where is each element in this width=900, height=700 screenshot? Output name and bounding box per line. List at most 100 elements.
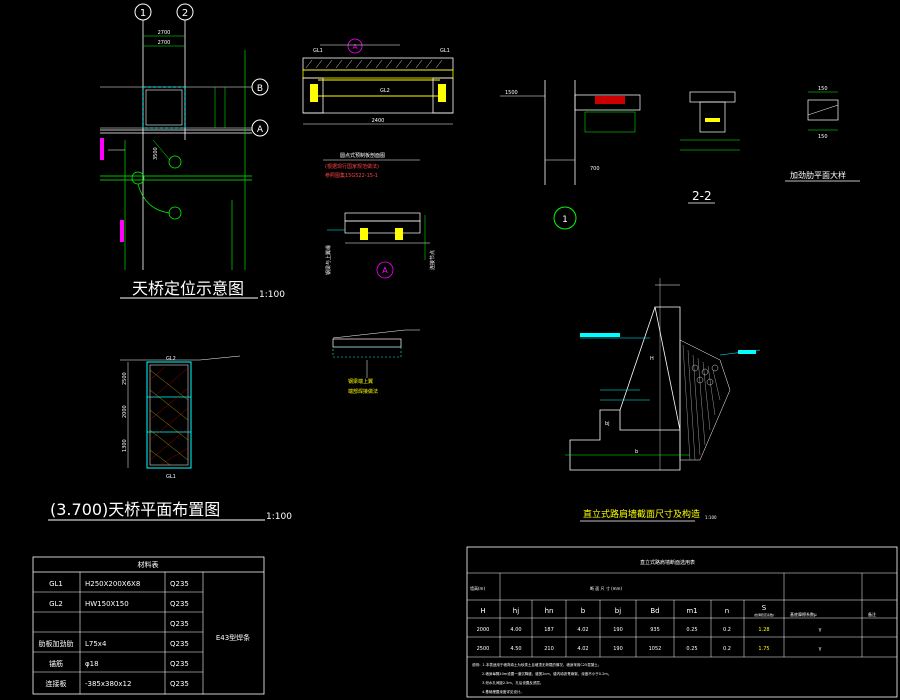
svg-text:GL2: GL2 (49, 600, 63, 608)
svg-text:Bd: Bd (650, 607, 659, 615)
svg-text:H250X200X6X8: H250X200X6X8 (85, 580, 140, 588)
svg-text:γ: γ (819, 627, 822, 633)
svg-text:190: 190 (613, 627, 623, 633)
svg-text:1300: 1300 (122, 439, 128, 452)
detail-a: A 钢梁与上翼缘 连接节点 (325, 212, 436, 279)
svg-text:4.50: 4.50 (510, 646, 521, 652)
svg-text:Q235: Q235 (170, 680, 189, 688)
svg-text:2000: 2000 (477, 627, 490, 633)
svg-text:0.25: 0.25 (686, 627, 697, 633)
svg-text:1.28: 1.28 (758, 627, 769, 633)
svg-text:参照图集15G522-15-1: 参照图集15G522-15-1 (325, 172, 378, 179)
svg-text:4.02: 4.02 (577, 646, 588, 652)
svg-text:HW150X150: HW150X150 (85, 600, 129, 608)
svg-text:锚筋: 锚筋 (49, 659, 63, 668)
svg-text:GL2: GL2 (166, 356, 176, 362)
location-plan: 1 2 B A 2700 2700 (100, 3, 285, 300)
svg-text:断 面 尺 寸 (mm): 断 面 尺 寸 (mm) (590, 585, 622, 591)
svg-text:GL1: GL1 (313, 48, 323, 54)
stiffener-detail: 150 150 加劲肋平面大样 (785, 86, 860, 182)
svg-text:GL1: GL1 (440, 48, 450, 54)
svg-text:肋板加劲肋: 肋板加劲肋 (39, 639, 74, 648)
svg-text:A: A (382, 266, 388, 275)
svg-text:2500: 2500 (122, 372, 128, 385)
svg-text:GL1: GL1 (166, 474, 176, 480)
svg-text:0.2: 0.2 (723, 627, 731, 633)
svg-text:GL1: GL1 (49, 580, 63, 588)
svg-text:墙高(m): 墙高(m) (470, 585, 485, 591)
location-plan-title: 天桥定位示意图 (132, 279, 244, 298)
svg-text:190: 190 (613, 646, 623, 652)
svg-text:φ18: φ18 (85, 660, 99, 668)
detail-b: 钢梁端上翼 端部焊接做法 (332, 329, 420, 395)
svg-text:γ: γ (819, 646, 822, 652)
svg-text:连接节点: 连接节点 (429, 250, 436, 270)
wall-table-title: 直立式路肩墙断面选用表 (640, 559, 695, 566)
svg-text:4.00: 4.00 (510, 627, 521, 633)
svg-text:bj: bj (615, 607, 621, 615)
svg-text:H: H (480, 607, 485, 615)
svg-text:hn: hn (545, 607, 554, 615)
svg-text:m1: m1 (686, 607, 697, 615)
svg-text:2000: 2000 (122, 405, 128, 418)
retaining-wall: b H bj 直立式路肩墙截面尺寸及构造 1:100 (565, 278, 761, 522)
svg-text:bj: bj (605, 421, 610, 427)
location-plan-scale: 1:100 (259, 290, 285, 300)
svg-text:1.75: 1.75 (758, 646, 769, 652)
svg-text:b: b (635, 449, 638, 455)
svg-text:3500: 3500 (153, 147, 159, 160)
svg-text:4.基础埋置深度详见设计。: 4.基础埋置深度详见设计。 (482, 689, 524, 694)
svg-text:210: 210 (544, 646, 554, 652)
svg-text:1500: 1500 (505, 90, 518, 96)
svg-text:700: 700 (590, 166, 600, 172)
svg-text:187: 187 (544, 627, 554, 633)
svg-text:0.2: 0.2 (723, 646, 731, 652)
section-1: 1500 700 1 (500, 80, 641, 230)
svg-text:hj: hj (513, 607, 519, 615)
svg-text:2400: 2400 (372, 118, 385, 124)
material-table-title: 材料表 (138, 560, 159, 569)
svg-text:b: b (581, 607, 586, 615)
svg-text:GL2: GL2 (380, 88, 390, 94)
svg-text:2500: 2500 (477, 646, 490, 652)
svg-text:Q235: Q235 (170, 580, 189, 588)
svg-text:(抗滑稳定系数): (抗滑稳定系数) (754, 612, 774, 617)
svg-text:3.泄水孔间距2.5m，孔后设置反滤层。: 3.泄水孔间距2.5m，孔后设置反滤层。 (482, 680, 543, 685)
svg-text:基底摩擦系数μ: 基底摩擦系数μ (790, 611, 817, 617)
svg-text:935: 935 (650, 627, 660, 633)
svg-text:-385x380x12: -385x380x12 (85, 680, 131, 688)
svg-text:A: A (353, 43, 358, 51)
stiffener-title: 加劲肋平面大样 (790, 170, 846, 180)
svg-text:H: H (650, 356, 654, 362)
material-table: 材料表 GL1 H250X200X6X8 Q235 GL2 HW150X150 … (32, 556, 265, 695)
svg-text:(根据现行国家规范做法): (根据现行国家规范做法) (325, 163, 379, 170)
svg-text:2.墙身每隔10m设置一道沉降缝，缝宽2cm，缝内填沥青麻絮: 2.墙身每隔10m设置一道沉降缝，缝宽2cm，缝内填沥青麻絮，深度不小于0.2m… (482, 671, 611, 676)
bridge-plan-title: (3.700)天桥平面布置图 (50, 500, 220, 519)
svg-text:备注: 备注 (868, 611, 876, 617)
svg-text:4.02: 4.02 (577, 627, 588, 633)
svg-text:Q235: Q235 (170, 620, 189, 628)
svg-text:150: 150 (818, 134, 828, 140)
svg-text:B: B (257, 84, 263, 94)
svg-text:2700: 2700 (158, 40, 171, 46)
svg-text:Q235: Q235 (170, 600, 189, 608)
svg-text:2: 2 (182, 8, 188, 19)
bridge-plan-scale: 1:100 (266, 512, 292, 522)
svg-text:L75x4: L75x4 (85, 640, 107, 648)
section-gl: GL1 GL2 GL1 A 2400 圆点式预制板剖面图 (根据现行国家规范做法… (302, 38, 454, 179)
wall-table: 直立式路肩墙断面选用表 墙高(m) 断 面 尺 寸 (mm) 基底摩擦系数μ 备… (466, 546, 898, 698)
svg-text:1: 1 (140, 8, 146, 19)
svg-text:端部焊接做法: 端部焊接做法 (348, 388, 378, 395)
svg-text:Q235: Q235 (170, 640, 189, 648)
svg-text:1:100: 1:100 (705, 515, 717, 520)
retaining-wall-title: 直立式路肩墙截面尺寸及构造 (583, 508, 700, 520)
svg-text:说明：1.本表适用于墙背填土为砂类土且墙顶无荷载的情况，墙身: 说明：1.本表适用于墙背填土为砂类土且墙顶无荷载的情况，墙身采用C25混凝土。 (472, 662, 601, 667)
svg-text:连接板: 连接板 (46, 679, 67, 688)
svg-text:钢梁与上翼缘: 钢梁与上翼缘 (325, 245, 332, 275)
svg-text:Q235: Q235 (170, 660, 189, 668)
svg-text:0.25: 0.25 (686, 646, 697, 652)
svg-text:1: 1 (562, 215, 568, 225)
svg-text:2700: 2700 (158, 30, 171, 36)
bridge-plan: 2500 2000 1300 GL2 GL1 (3.700)天桥平面布置图 1:… (48, 355, 292, 522)
